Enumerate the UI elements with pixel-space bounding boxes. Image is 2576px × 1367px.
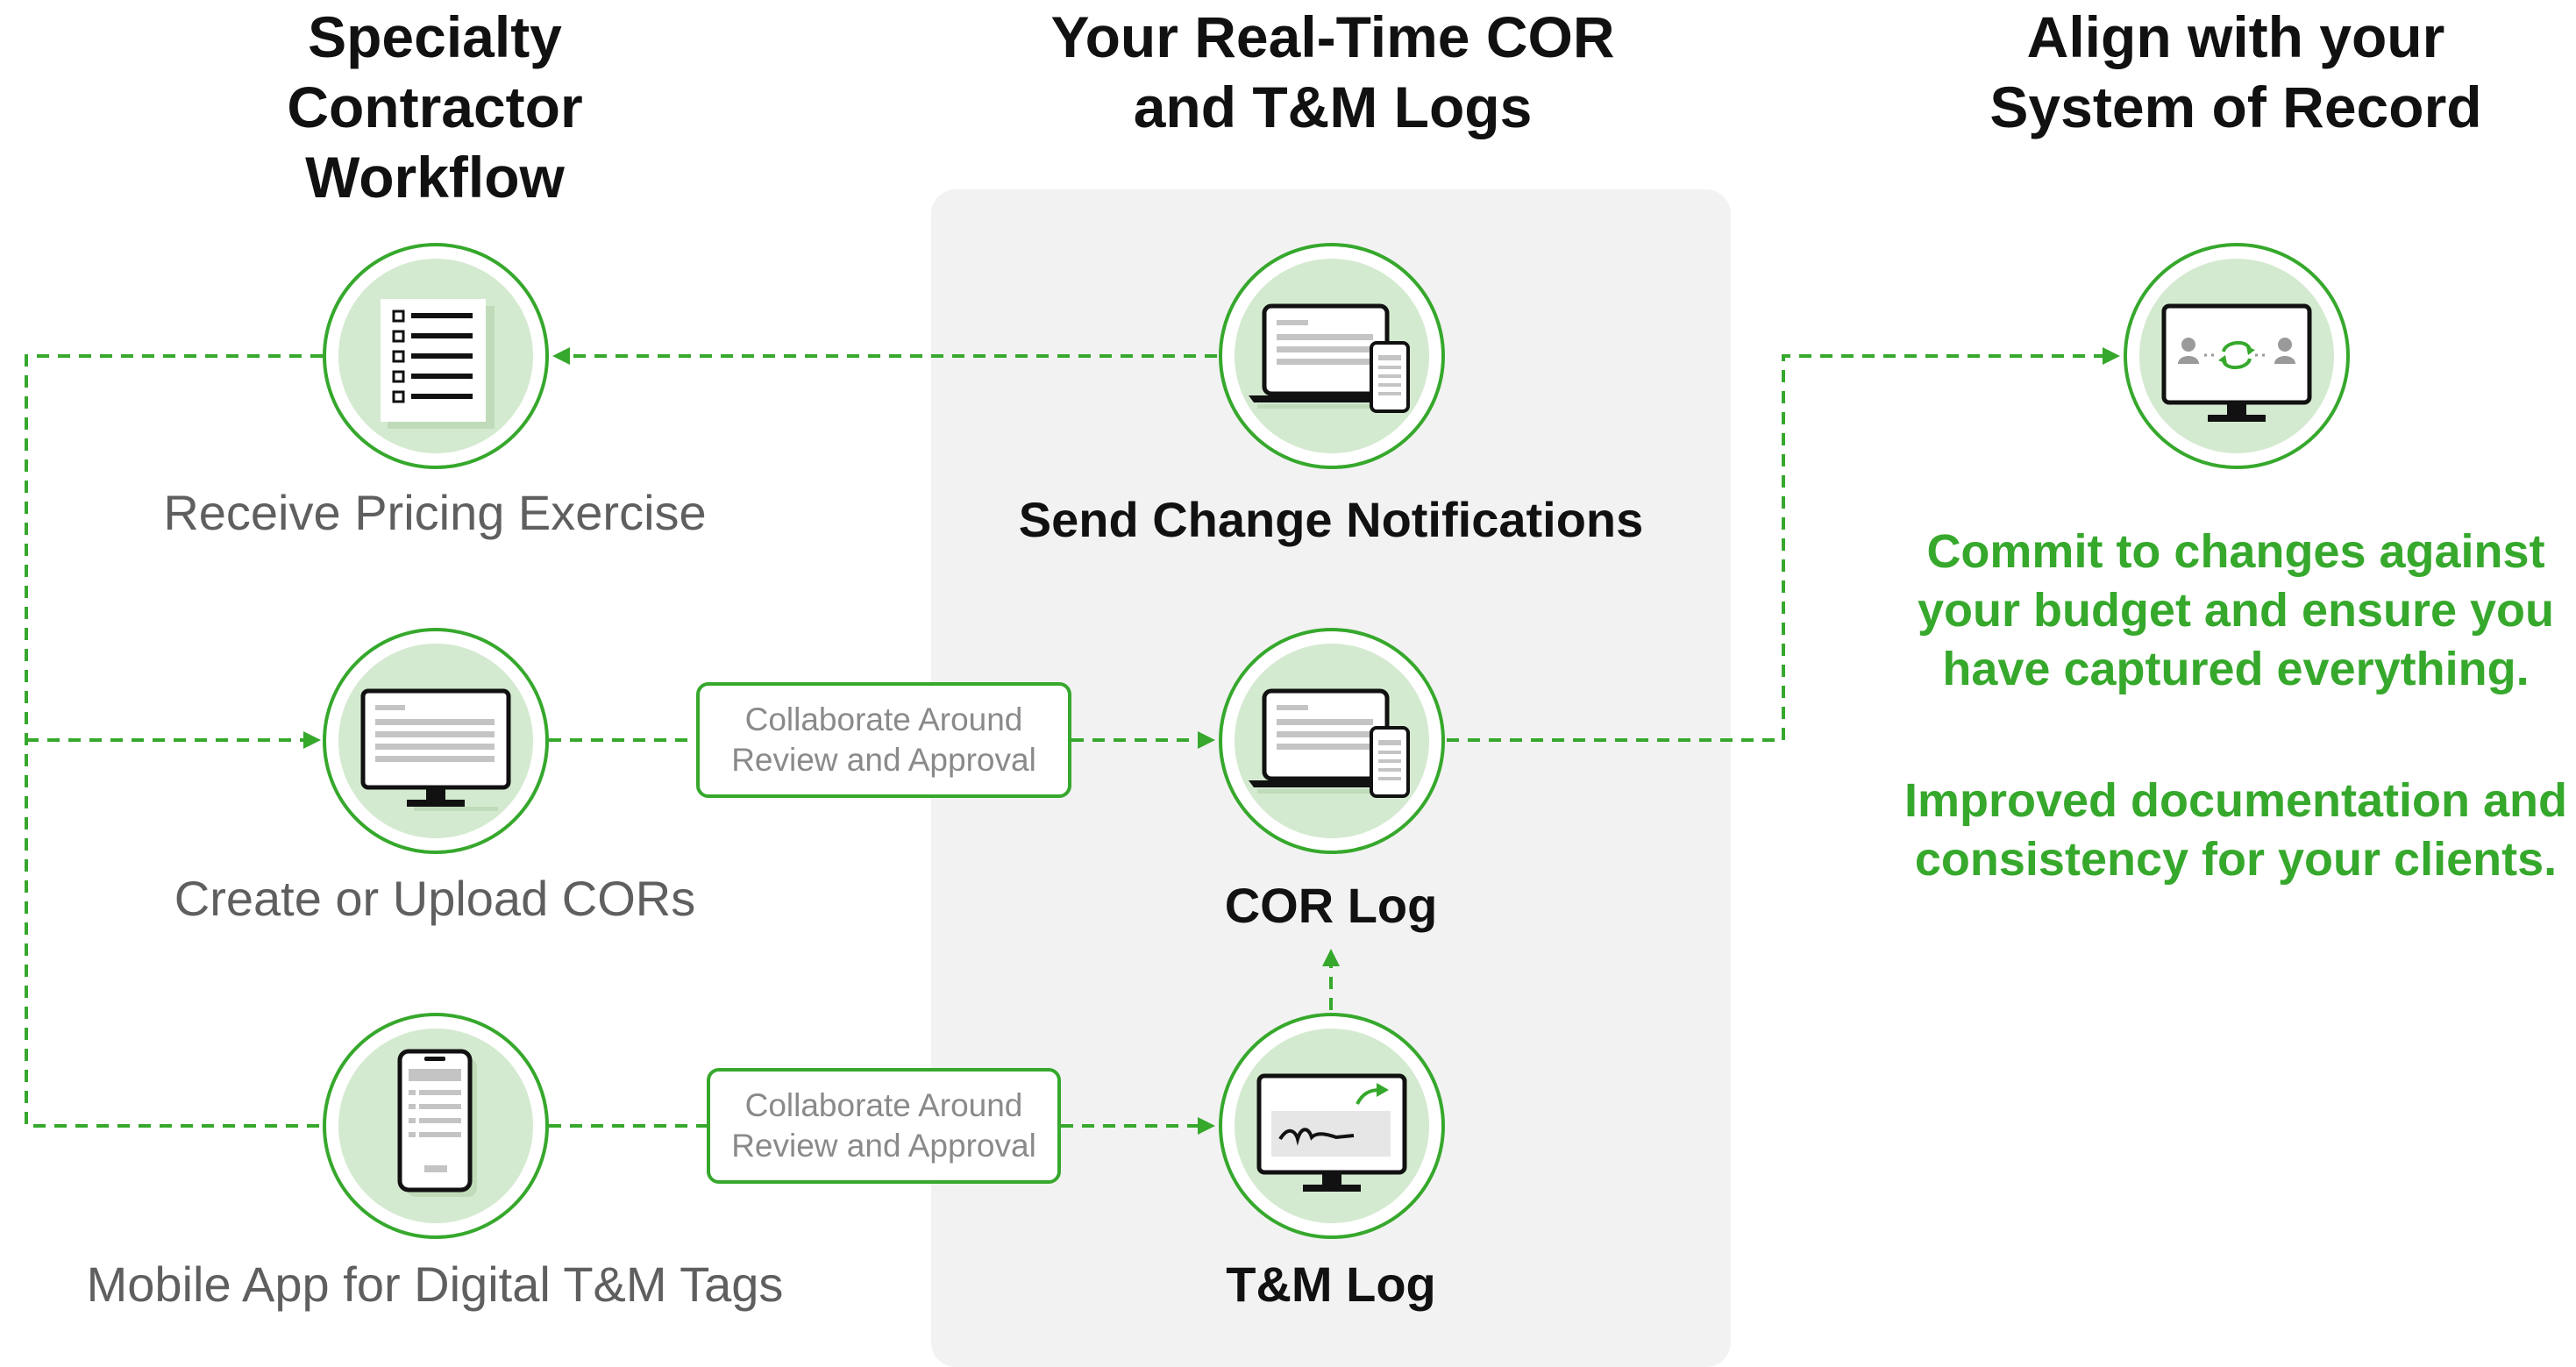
receive-pricing-label: Receive Pricing Exercise xyxy=(163,485,707,540)
collaborate-box-tm: Collaborate Around Review and Approval xyxy=(707,1068,1061,1184)
sync-users-monitor-icon xyxy=(2161,303,2312,422)
create-cors-label: Create or Upload CORs xyxy=(174,871,696,926)
tm-log-node xyxy=(1219,1013,1445,1239)
collaborate-box-cor: Collaborate Around Review and Approval xyxy=(696,682,1071,798)
send-notifications-label: Send Change Notifications xyxy=(1018,492,1644,547)
send-notifications-node xyxy=(1219,243,1445,469)
signature-monitor-icon xyxy=(1256,1073,1407,1192)
cor-log-node xyxy=(1219,628,1445,854)
laptop-phone-icon xyxy=(1249,688,1410,798)
cor-log-label: COR Log xyxy=(1224,878,1438,933)
mobile-app-node xyxy=(323,1013,549,1239)
right-column-title: Align with your System of Record xyxy=(1989,4,2482,139)
left-column-title: Specialty Contractor Workflow xyxy=(287,4,583,210)
checklist-document-icon xyxy=(381,299,495,429)
mobile-phone-icon xyxy=(397,1049,477,1197)
commit-benefit-text: Commit to changes against your budget an… xyxy=(1917,525,2555,695)
system-of-record-node xyxy=(2124,243,2350,469)
mobile-app-label: Mobile App for Digital T&M Tags xyxy=(86,1257,784,1312)
tm-log-label: T&M Log xyxy=(1226,1257,1436,1312)
receive-pricing-node xyxy=(323,243,549,469)
middle-column-title: Your Real-Time COR and T&M Logs xyxy=(1050,4,1615,139)
improved-benefit-text: Improved documentation and consistency f… xyxy=(1904,774,2568,886)
create-cors-node xyxy=(323,628,549,854)
connector-cor-to-system xyxy=(1447,354,2117,742)
desktop-monitor-icon xyxy=(360,688,511,811)
laptop-phone-icon xyxy=(1249,303,1410,413)
